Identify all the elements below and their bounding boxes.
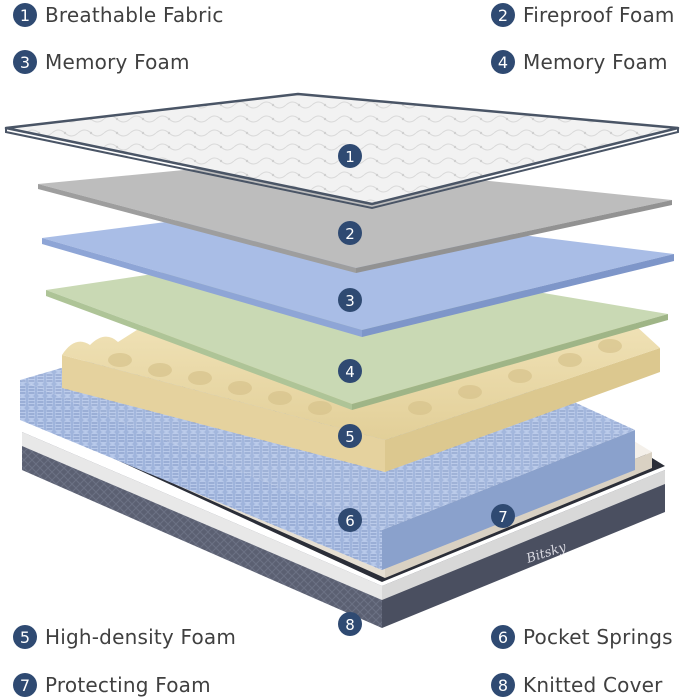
legend-label: High-density Foam <box>45 625 237 649</box>
base-band-right <box>382 470 665 600</box>
legend-number-badge: 5 <box>13 625 37 649</box>
gray-front <box>38 184 356 273</box>
legend-number-badge: 4 <box>491 50 515 74</box>
legend-label: Breathable Fabric <box>45 3 224 27</box>
marker-3: 3 <box>338 288 362 312</box>
legend-item-8: 8 Knitted Cover <box>491 670 663 700</box>
legend-label: Memory Foam <box>523 50 668 74</box>
foam-right-side <box>385 348 660 472</box>
marker-1: 1 <box>338 144 362 168</box>
legend-number-badge: 3 <box>13 50 37 74</box>
svg-text:8: 8 <box>345 616 355 634</box>
marker-6: 6 <box>338 508 362 532</box>
svg-text:5: 5 <box>345 428 355 446</box>
svg-text:3: 3 <box>345 292 355 310</box>
marker-7: 7 <box>491 504 515 528</box>
svg-text:1: 1 <box>345 148 355 166</box>
legend-number-badge: 1 <box>13 3 37 27</box>
legend-label: Protecting Foam <box>45 673 211 697</box>
fabric-edge <box>5 128 679 210</box>
legend-number-badge: 6 <box>491 625 515 649</box>
legend-number-badge: 8 <box>491 673 515 697</box>
legend-label: Pocket Springs <box>523 625 673 649</box>
legend-item-1: 1 Breathable Fabric <box>13 0 224 30</box>
layer-fireproof-foam <box>38 160 672 273</box>
base-band-front <box>22 432 382 600</box>
green-right <box>352 314 668 410</box>
legend-label: Memory Foam <box>45 50 190 74</box>
gray-right <box>356 200 672 273</box>
legend-number-badge: 2 <box>491 3 515 27</box>
springs-right <box>382 430 635 570</box>
marker-5: 5 <box>338 424 362 448</box>
springs-front <box>20 380 382 570</box>
svg-text:7: 7 <box>498 508 508 526</box>
blue-right <box>362 254 674 337</box>
svg-text:4: 4 <box>345 363 355 381</box>
legend-label: Knitted Cover <box>523 673 663 697</box>
blue-front <box>42 238 362 337</box>
legend-label: Fireproof Foam <box>523 3 675 27</box>
marker-8: 8 <box>338 612 362 636</box>
foam-front-side <box>62 355 385 472</box>
svg-text:6: 6 <box>345 512 355 530</box>
legend-item-5: 5 High-density Foam <box>13 622 236 652</box>
legend-item-2: 2 Fireproof Foam <box>491 0 675 30</box>
green-front <box>46 290 352 410</box>
gray-top <box>38 160 672 268</box>
marker-2: 2 <box>338 221 362 245</box>
legend-item-6: 6 Pocket Springs <box>491 622 673 652</box>
svg-text:2: 2 <box>345 225 355 243</box>
legend-item-4: 4 Memory Foam <box>491 47 668 77</box>
legend-item-3: 3 Memory Foam <box>13 47 190 77</box>
marker-4: 4 <box>338 359 362 383</box>
legend-number-badge: 7 <box>13 673 37 697</box>
legend-item-7: 7 Protecting Foam <box>13 670 211 700</box>
